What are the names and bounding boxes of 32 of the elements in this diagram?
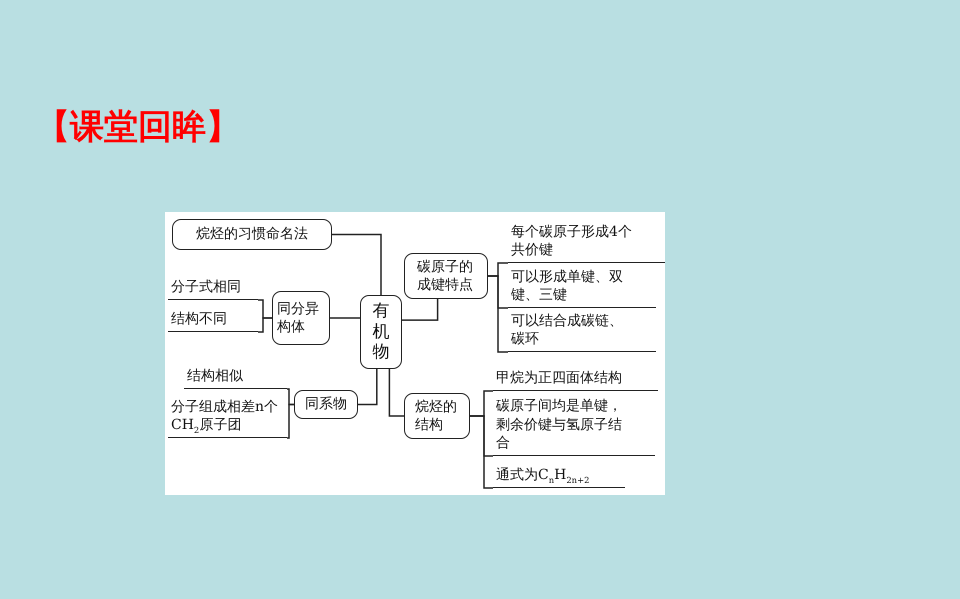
item-text: 甲烷为正四面体结构 <box>496 368 622 387</box>
item-text: 碳原子间均是单键，剩余价键与氢原子结合 <box>496 397 623 452</box>
concept-label: 有机物 <box>372 301 390 363</box>
item-text: 结构相似 <box>187 366 243 385</box>
concept-box <box>294 390 358 419</box>
concept-label: 碳原子的成键特点 <box>417 258 474 294</box>
concept-box <box>404 253 488 299</box>
item-text: 结构不同 <box>171 310 227 328</box>
concept-label: 烷烃的习惯命名法 <box>196 225 308 244</box>
connector-line <box>470 415 493 489</box>
concept-label: 同分异构体 <box>277 300 320 336</box>
connector-line <box>332 234 382 295</box>
concept-box <box>360 295 402 369</box>
concept-label: 烷烃的结构 <box>415 398 458 434</box>
connector-line <box>402 299 438 321</box>
connector-line <box>287 404 294 439</box>
item-text: 可以结合成碳链、碳环 <box>511 312 624 348</box>
connector-line <box>388 369 404 417</box>
concept-box <box>404 393 470 439</box>
concept-box <box>272 291 330 345</box>
item-text: 分子组成相差n个CH$_{2}$原子团 <box>171 398 280 434</box>
connector-line <box>330 317 360 319</box>
item-text: 每个碳原子形成4个共价键 <box>511 222 633 259</box>
connector-line <box>258 317 272 333</box>
page-title: 【课堂回眸】 <box>36 106 240 149</box>
connector-line <box>488 275 508 353</box>
concept-label: 同系物 <box>305 395 347 414</box>
item-text: 可以形成单键、双键、三键 <box>511 268 624 304</box>
item-text: 通式为C$_{n}$H$_{2n+2}$ <box>496 466 590 484</box>
concept-box <box>172 219 332 250</box>
item-text: 分子式相同 <box>171 278 241 296</box>
connector-line <box>358 369 378 406</box>
